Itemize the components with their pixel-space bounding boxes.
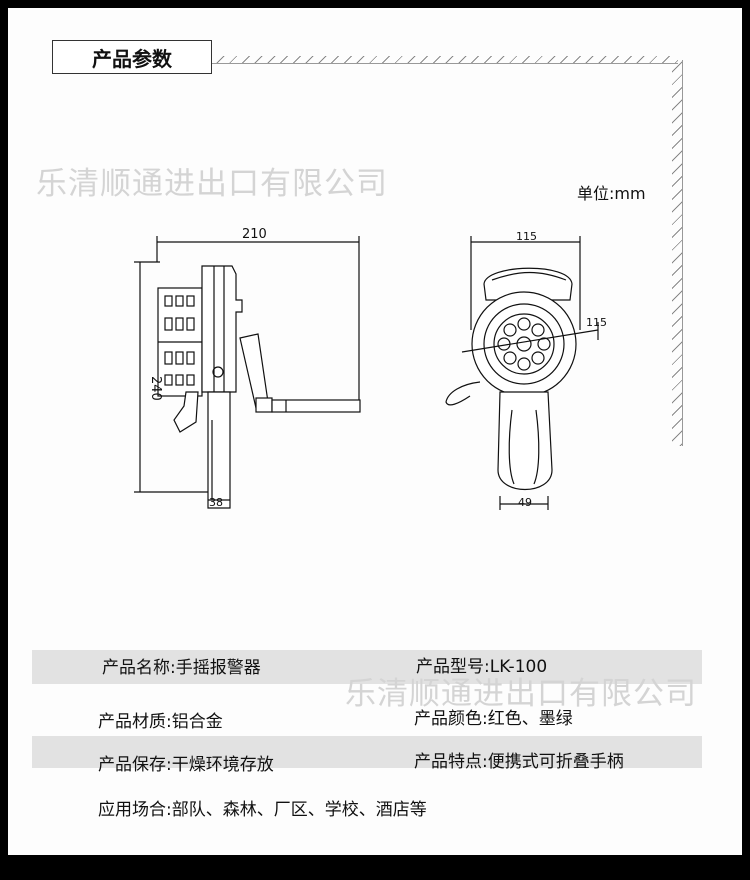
spec-color: 产品颜色:红色、墨绿 [414,709,573,729]
dim-front-handle: 49 [518,496,532,509]
decorative-rail [672,60,683,446]
dim-side-height: 240 [148,376,163,401]
spec-material: 产品材质:铝合金 [98,712,223,732]
unit-label: 单位:mm [577,184,646,203]
dim-side-handle: 38 [209,496,223,509]
watermark-top: 乐清顺通进出口有限公司 [36,166,388,202]
spec-model: 产品型号:LK-100 [416,657,548,677]
watermark-bottom: 乐清顺通进出口有限公司 [345,676,697,712]
dim-side-width: 210 [242,227,267,242]
spec-name: 产品名称:手摇报警器 [102,658,261,678]
dim-front-width: 115 [516,230,537,243]
spec-storage: 产品保存:干燥环境存放 [98,755,274,775]
spec-row-band-1 [32,650,702,684]
spec-feature: 产品特点:便携式可折叠手柄 [414,752,624,772]
title-rule [212,56,678,64]
section-title: 产品参数 [52,40,212,74]
spec-usage: 应用场合:部队、森林、厂区、学校、酒店等 [98,800,427,820]
spec-row-band-2 [32,736,702,768]
dim-front-depth: 115 [586,316,607,329]
spec-sheet [8,8,742,855]
